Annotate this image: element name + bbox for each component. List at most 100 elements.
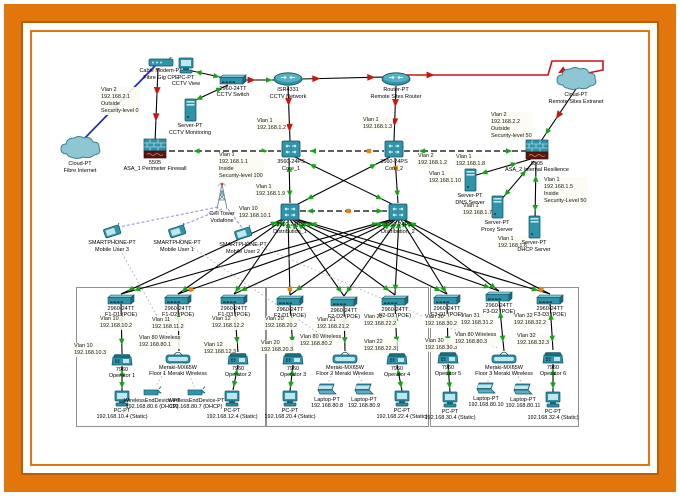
network-link bbox=[291, 217, 500, 292]
port-status-marker bbox=[440, 285, 447, 293]
ap-icon bbox=[491, 351, 517, 364]
network-link bbox=[399, 217, 448, 295]
network-link bbox=[177, 208, 223, 228]
port-status-marker bbox=[274, 221, 282, 227]
port-status-marker bbox=[499, 335, 506, 342]
mlswitch-icon bbox=[280, 203, 300, 221]
ap-icon bbox=[165, 351, 191, 364]
network-link bbox=[287, 217, 291, 296]
port-status-marker bbox=[119, 382, 125, 389]
port-status-marker bbox=[118, 338, 125, 345]
firewall-icon bbox=[143, 138, 167, 159]
port-status-marker bbox=[497, 311, 504, 319]
port-status-marker bbox=[188, 286, 194, 293]
port-status-marker bbox=[287, 286, 293, 292]
smartphone-icon bbox=[166, 223, 188, 239]
port-status-marker bbox=[392, 284, 399, 291]
laptop-icon bbox=[512, 383, 534, 396]
port-status-marker bbox=[434, 285, 441, 292]
network-link bbox=[288, 217, 345, 297]
port-status-marker bbox=[392, 98, 399, 108]
network-link bbox=[120, 217, 398, 295]
port-status-marker bbox=[418, 148, 426, 154]
switch-icon bbox=[220, 293, 248, 305]
port-status-marker bbox=[288, 381, 294, 389]
switch-icon bbox=[433, 293, 461, 305]
port-status-marker bbox=[545, 127, 552, 135]
port-status-marker bbox=[193, 148, 200, 154]
port-status-marker bbox=[375, 194, 383, 200]
server-icon bbox=[528, 215, 541, 239]
network-link bbox=[183, 358, 195, 388]
port-status-marker bbox=[195, 70, 202, 76]
wed-icon bbox=[141, 385, 163, 397]
